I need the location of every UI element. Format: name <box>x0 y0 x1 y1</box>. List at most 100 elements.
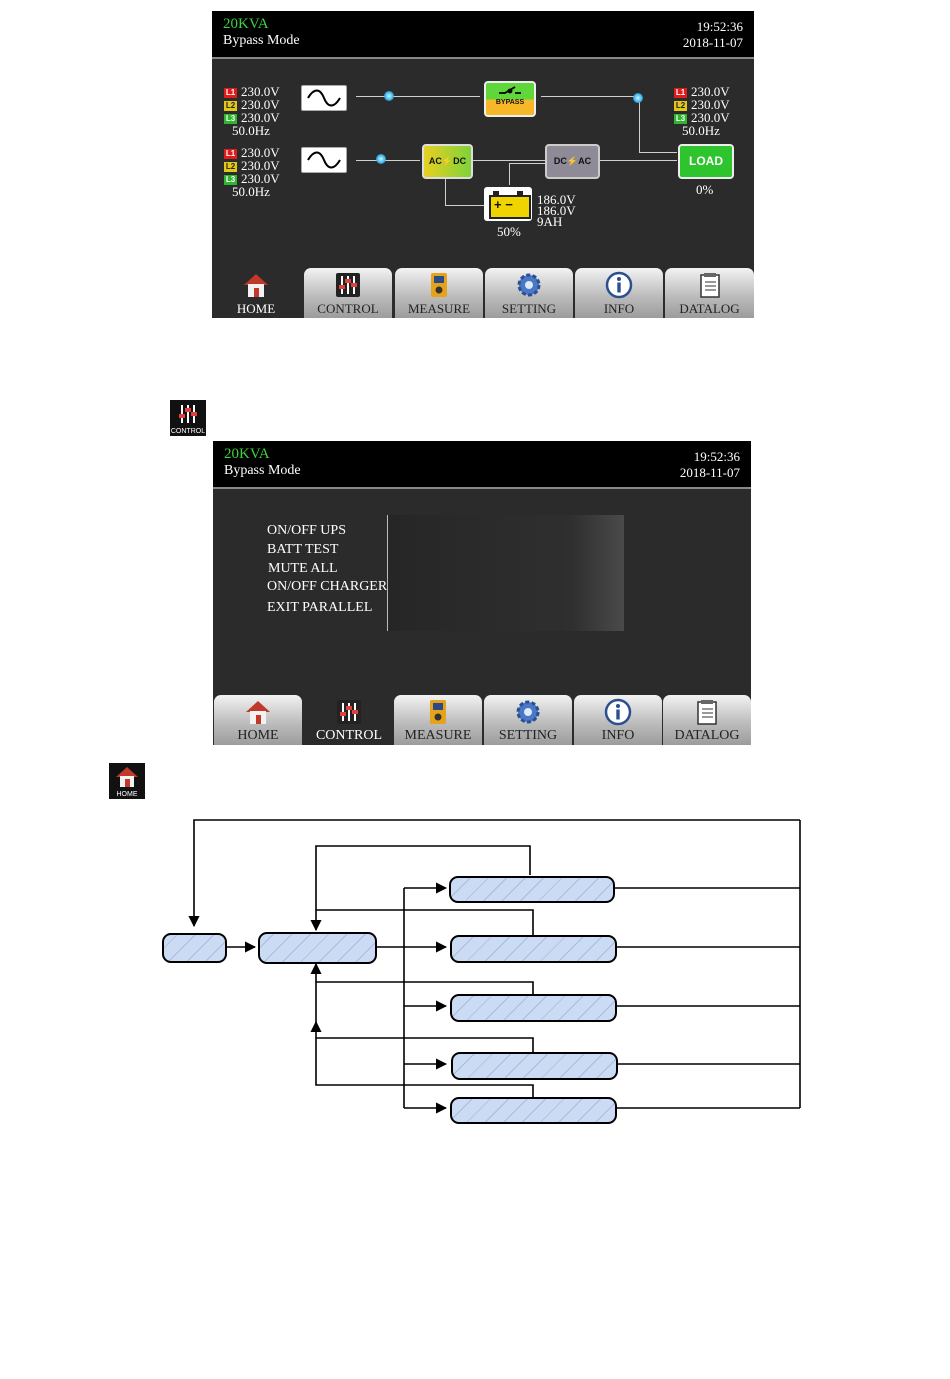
date-label: 2018-11-07 <box>679 465 740 480</box>
tab-info-label: INFO <box>603 301 635 316</box>
bypass-block[interactable]: BYPASS <box>484 81 536 117</box>
bottom-nav: HOME CONTROL MEASURE SETTING INFO DATALO… <box>213 693 751 745</box>
model-label: 20KVA <box>223 16 269 32</box>
menu-item-batt-test[interactable]: BATT TEST <box>267 542 339 557</box>
output-flow-indicator <box>633 93 643 103</box>
status-header: 20KVA Bypass Mode 19:52:36 2018-11-07 <box>212 11 754 59</box>
gear-icon <box>516 700 540 724</box>
inverter-block[interactable]: DC⚡AC <box>545 144 600 179</box>
menu-item-onoff-ups[interactable]: ON/OFF UPS <box>267 523 346 538</box>
bottom-nav: HOME CONTROL MEASURE SETTING INFO DATALO… <box>212 266 754 318</box>
bypass-l2-voltage: 230.0V <box>241 97 280 112</box>
ups-control-screen: 20KVA Bypass Mode 19:52:36 2018-11-07 ON… <box>213 441 751 745</box>
battery-capacity: 9AH <box>537 214 563 229</box>
tab-datalog-label: DATALOG <box>674 728 740 743</box>
info-icon <box>604 698 632 726</box>
output-drop-line <box>639 96 640 152</box>
flow-node-option <box>449 876 615 903</box>
flow-node-main <box>258 932 377 964</box>
tab-control-label: CONTROL <box>317 301 379 316</box>
flow-node-option <box>450 935 617 963</box>
main-line <box>356 160 420 161</box>
menu-item-onoff-charger[interactable]: ON/OFF CHARGER <box>267 579 388 594</box>
mode-label: Bypass Mode <box>224 463 301 478</box>
sliders-icon <box>179 405 197 423</box>
log-icon <box>697 700 717 725</box>
load-block[interactable]: LOAD <box>678 144 734 179</box>
ups-home-screen: 20KVA Bypass Mode 19:52:36 2018-11-07 L1… <box>212 11 754 318</box>
output-l2-voltage: 230.0V <box>691 97 730 112</box>
main-source-icon <box>301 147 347 173</box>
phase-l2-badge: L2 <box>224 101 237 111</box>
tab-measure[interactable]: MEASURE <box>395 268 483 318</box>
mode-label: Bypass Mode <box>223 33 300 48</box>
control-menu: ON/OFF UPS BATT TEST MUTE ALL ON/OFF CHA… <box>267 515 624 631</box>
home-icon <box>246 701 270 724</box>
bypass-l1-voltage: 230.0V <box>241 84 280 99</box>
rectifier-battery-line-h <box>445 205 485 206</box>
inverter-dc-label: DC <box>553 156 567 166</box>
rectifier-inverter-line <box>471 160 545 161</box>
flow-node-option <box>450 1097 617 1124</box>
bypass-output-line <box>541 96 639 97</box>
tab-datalog[interactable]: DATALOG <box>665 268 754 318</box>
phase-l2-badge: L2 <box>674 101 687 111</box>
bypass-line <box>356 96 480 97</box>
battery-level: 50% <box>497 224 521 239</box>
home-icon <box>244 274 268 297</box>
tab-info[interactable]: INFO <box>575 268 663 318</box>
phase-l3-badge: L3 <box>224 175 237 185</box>
tab-home[interactable]: HOME <box>214 695 302 745</box>
tab-measure-label: MEASURE <box>404 728 472 743</box>
bypass-l3-voltage: 230.0V <box>241 110 280 125</box>
menu-detail-panel <box>387 515 624 631</box>
sliders-icon <box>337 700 361 724</box>
inverter-battery-line-h <box>509 163 545 164</box>
rectifier-ac-label: AC <box>428 156 442 166</box>
menu-item-exit-parallel[interactable]: EXIT PARALLEL <box>267 600 373 615</box>
tab-info-label: INFO <box>601 728 635 743</box>
phase-l1-badge: L1 <box>674 88 687 98</box>
main-l2-voltage: 230.0V <box>241 158 280 173</box>
tab-control[interactable]: CONTROL <box>305 695 393 745</box>
tab-measure[interactable]: MEASURE <box>394 695 482 745</box>
tab-datalog-label: DATALOG <box>679 301 740 316</box>
inverter-battery-line <box>509 163 510 185</box>
rectifier-battery-line <box>445 173 446 205</box>
menu-divider <box>387 515 388 631</box>
tab-datalog[interactable]: DATALOG <box>663 695 751 745</box>
tab-setting-label: SETTING <box>501 301 557 316</box>
tab-setting[interactable]: SETTING <box>485 268 573 318</box>
model-label: 20KVA <box>224 446 270 462</box>
inverter-load-line <box>599 160 677 161</box>
tab-info[interactable]: INFO <box>574 695 662 745</box>
home-shortcut-icon: HOME <box>109 763 145 799</box>
bypass-source-icon <box>301 85 347 111</box>
meter-icon <box>431 273 447 297</box>
tab-home[interactable]: HOME <box>212 268 300 318</box>
home-shortcut-label: HOME <box>116 791 138 798</box>
output-l3-voltage: 230.0V <box>691 110 730 125</box>
tab-setting[interactable]: SETTING <box>484 695 572 745</box>
main-l1-voltage: 230.0V <box>241 145 280 160</box>
status-header: 20KVA Bypass Mode 19:52:36 2018-11-07 <box>213 441 751 489</box>
meter-icon <box>430 700 446 724</box>
date-label: 2018-11-07 <box>682 35 743 50</box>
flow-node-option <box>450 994 617 1022</box>
phase-l2-badge: L2 <box>224 162 237 172</box>
load-percent: 0% <box>696 182 714 197</box>
bypass-frequency: 50.0Hz <box>232 123 270 138</box>
time-label: 19:52:36 <box>693 449 740 464</box>
battery-icon[interactable]: + − <box>484 187 532 221</box>
rectifier-block[interactable]: AC⚡DC <box>422 144 473 179</box>
flow-node-option <box>451 1052 618 1080</box>
time-label: 19:52:36 <box>696 19 743 34</box>
battery-voltage-1: 186.0V <box>537 192 576 207</box>
home-icon <box>116 767 138 787</box>
tab-control[interactable]: CONTROL <box>304 268 392 318</box>
main-l3-voltage: 230.0V <box>241 171 280 186</box>
menu-item-mute-all[interactable]: MUTE ALL <box>268 561 338 576</box>
